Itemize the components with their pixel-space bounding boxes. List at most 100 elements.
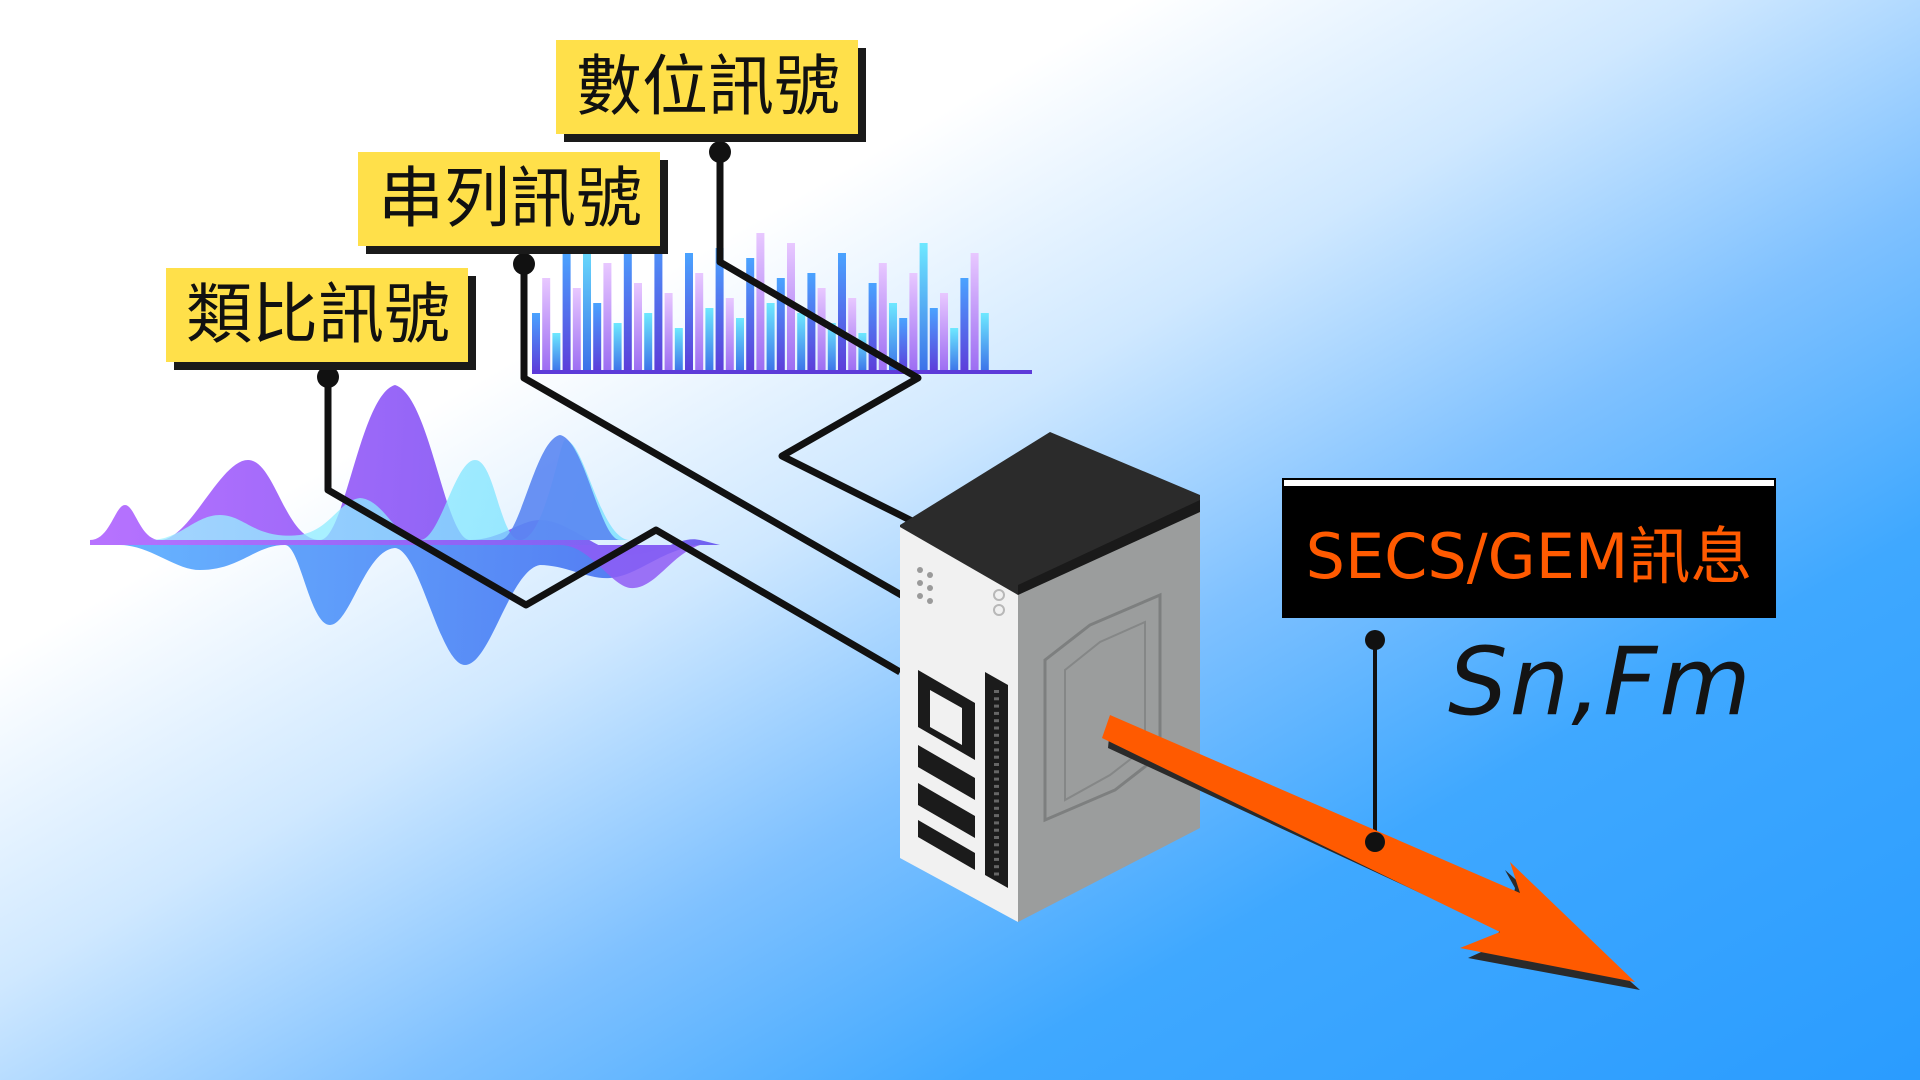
digital-bar (705, 308, 714, 373)
connection-lines (324, 152, 1377, 842)
digital-bar (950, 328, 959, 373)
digital-bar (980, 313, 989, 373)
digital-bar (746, 258, 755, 373)
device-vents (917, 567, 933, 604)
device-terminal (994, 748, 999, 752)
analog-wave-icon (90, 385, 720, 665)
digital-bar (787, 243, 795, 373)
device-terminal (994, 836, 999, 839)
digital-bar (583, 233, 591, 373)
serial-connection-line (520, 264, 912, 604)
device-terminal (994, 806, 999, 810)
device-terminal (994, 814, 999, 818)
digital-bar (797, 313, 806, 373)
digital-bars-baseline (532, 370, 1032, 374)
digital-bar (634, 283, 642, 373)
digital-bar (654, 223, 663, 373)
device-terminal (994, 755, 999, 759)
device-terminal (994, 770, 999, 774)
digital-bar (664, 293, 673, 373)
message-arrow-icon (1102, 715, 1640, 990)
digital-bar (858, 333, 867, 373)
digital-bar (889, 303, 897, 373)
digital-bar (878, 263, 887, 373)
device-terminal (994, 792, 999, 796)
digital-bar (817, 288, 826, 373)
device-terminal (994, 711, 999, 715)
analog-wave-purple-low (560, 545, 700, 589)
serial-connection-dot (513, 253, 535, 275)
digital-bar (562, 253, 571, 373)
device-indicators (993, 589, 1005, 616)
device-terminal (994, 741, 999, 745)
digital-bar (838, 253, 846, 373)
digital-bar (940, 293, 948, 373)
digital-bar (674, 328, 683, 373)
gateway-device-icon (900, 432, 1200, 922)
device-side (1018, 512, 1200, 922)
device-terminal (994, 857, 999, 861)
device-terminal (994, 777, 999, 781)
digital-bar (572, 288, 581, 373)
analog-connection-line (324, 377, 902, 676)
digital-bar (766, 303, 775, 373)
device-terminal (994, 843, 999, 847)
digital-bar (715, 248, 724, 373)
secs-gem-message-box: SECS/GEM訊息 (1284, 480, 1774, 616)
device-terminal (994, 690, 999, 693)
digital-bar (603, 263, 612, 373)
digital-bar (960, 278, 969, 373)
device-terminal (994, 784, 999, 788)
digital-bar (623, 243, 632, 373)
digital-bar (532, 313, 540, 373)
digital-bar (725, 298, 734, 373)
device-terminal (994, 733, 999, 737)
analog-connection-dot (317, 366, 339, 388)
digital-bar (827, 323, 836, 373)
digital-bar (593, 303, 602, 373)
digital-bar (613, 323, 622, 373)
digital-bar (909, 273, 918, 373)
digital-bar (756, 233, 765, 373)
device-terminal (994, 865, 999, 869)
digital-connection-line (716, 152, 932, 534)
device-terminal (994, 763, 999, 766)
device-terminal (994, 821, 999, 825)
digital-bar (644, 313, 653, 373)
message-top-dot (1365, 630, 1385, 650)
stream-function-label: Sn,Fm (1448, 628, 1753, 737)
digital-bar (807, 273, 816, 373)
digital-bar (542, 278, 551, 373)
device-terminal (994, 850, 999, 854)
device-logo (918, 670, 975, 870)
device-terminal (994, 828, 999, 832)
arrow-dot (1365, 832, 1385, 852)
device-terminal (994, 697, 999, 701)
digital-bar (695, 273, 704, 373)
device-terminal (994, 799, 999, 803)
digital-bar (868, 283, 877, 373)
device-terminal (994, 726, 999, 730)
digital-bar (899, 318, 908, 373)
device-terminal (994, 719, 999, 723)
analog-signal-label: 類比訊號 (166, 268, 468, 362)
device-terminals (994, 690, 999, 876)
digital-bar (552, 333, 561, 373)
device-terminal (994, 872, 999, 876)
device-terminal (994, 704, 999, 708)
digital-bar (776, 278, 785, 373)
analog-wave-purple (90, 385, 720, 555)
digital-connection-dot (709, 141, 731, 163)
digital-bar (685, 253, 693, 373)
connection-dots (317, 141, 1385, 650)
digital-signal-label: 數位訊號 (556, 40, 858, 134)
digital-bar (970, 253, 979, 373)
analog-wave-blue-peak (500, 435, 620, 540)
digital-bars-icon (532, 223, 1032, 374)
device-top (900, 432, 1200, 600)
digital-bar (919, 243, 928, 373)
digital-bar (736, 318, 744, 373)
digital-bar (929, 308, 938, 373)
serial-signal-label: 串列訊號 (358, 152, 660, 246)
